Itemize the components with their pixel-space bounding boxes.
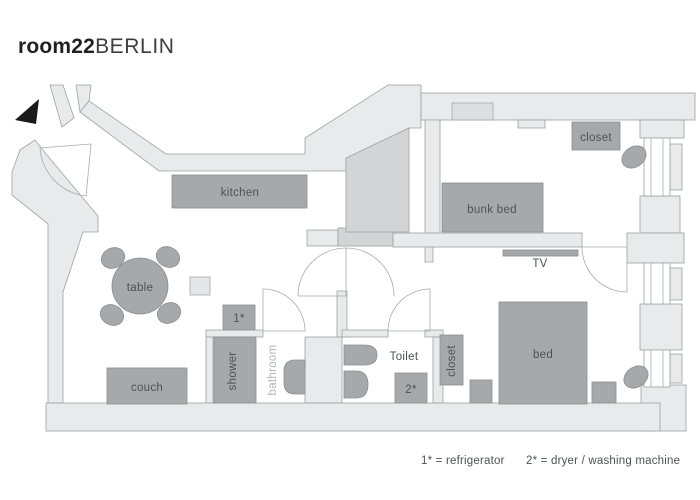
wall-top-stub [517, 119, 546, 129]
wall-top-recess [451, 102, 494, 121]
doors [39, 143, 628, 332]
label-marker-dryer: 2* [405, 384, 417, 396]
dining-chair [99, 304, 125, 326]
side-table [189, 276, 211, 296]
label-table: table [127, 282, 153, 294]
walls [11, 84, 696, 432]
tv-bar [502, 249, 579, 257]
label-closet-bunkroom: closet [580, 132, 612, 144]
label-toilet: Toilet [390, 351, 419, 363]
dining-chair [100, 247, 126, 269]
bedroom-chair [623, 365, 649, 389]
window-bedroom-upper [643, 262, 671, 305]
wall-bathroom-toilet-thick [304, 336, 343, 404]
label-bathroom: bathroom [267, 345, 279, 396]
couch [106, 367, 188, 405]
entrance-door-swing [39, 143, 92, 197]
room-labels: kitchen table couch 1* shower bathroom T… [127, 132, 612, 396]
nightstand-left [469, 379, 493, 404]
label-bed: bed [533, 349, 553, 361]
wall-right-pillar-3 [639, 303, 683, 351]
toilet-door-swing [387, 288, 431, 332]
label-bunk-bed: bunk bed [467, 204, 517, 216]
wall-toilet-top [341, 329, 389, 338]
wall-right-pillar-1 [639, 195, 681, 234]
bathroom-sink [283, 359, 306, 395]
legend-fridge: 1* = refrigerator [421, 455, 505, 467]
brand-name-bold: room22 [18, 35, 96, 58]
toilet-sink [343, 344, 378, 366]
bed [498, 301, 588, 405]
dining-table [111, 257, 169, 315]
window-bedroom-lower [643, 349, 671, 388]
bedroom-door-swing [581, 246, 628, 293]
wall-bottom [45, 402, 661, 432]
hallway-door-swing [297, 247, 395, 297]
refrigerator-box [222, 304, 256, 331]
wall-right-pillar-2 [626, 232, 685, 264]
label-kitchen: kitchen [221, 187, 260, 199]
label-shower: shower [227, 352, 239, 391]
wall-entry-corridor-left [49, 84, 75, 128]
toilet-bowl [343, 370, 369, 399]
bedroom-closet [439, 334, 464, 386]
wall-bathroom-top [205, 329, 264, 338]
wall-bathroom-left [205, 336, 214, 404]
brand-name-light: BERLIN [95, 35, 175, 58]
label-couch: couch [131, 382, 163, 394]
windows [643, 137, 671, 388]
legend: 1* = refrigerator 2* = dryer / washing m… [421, 455, 680, 467]
window-sill-2 [669, 267, 683, 301]
dining-chair [156, 302, 182, 324]
chimney-block [345, 127, 410, 233]
bunkroom-chair [621, 145, 647, 169]
bathroom-door-swing [262, 288, 306, 332]
wall-right-top-corner [639, 119, 685, 139]
window-bunkroom [643, 137, 671, 197]
label-tv: TV [532, 258, 547, 270]
kitchen-counter [171, 174, 308, 209]
brand-logo: room22BERLIN [18, 36, 175, 58]
legend-dryer: 2* = dryer / washing machine [526, 455, 680, 467]
window-sill-3 [669, 353, 683, 384]
wall-hall-top-left [306, 229, 339, 247]
nightstand-right [591, 381, 617, 404]
label-closet-bedroom: closet [446, 345, 458, 377]
label-marker-fridge: 1* [233, 313, 245, 325]
window-sill-1 [669, 143, 683, 191]
wall-left [11, 139, 99, 404]
dining-chair [155, 246, 181, 268]
bunk-bed [441, 182, 544, 233]
furniture [99, 121, 649, 405]
north-arrow-icon [15, 99, 39, 124]
bunkroom-closet [571, 121, 621, 151]
dryer-box [394, 372, 428, 404]
shower [213, 336, 257, 404]
wall-bunkroom-bedroom [392, 232, 583, 248]
